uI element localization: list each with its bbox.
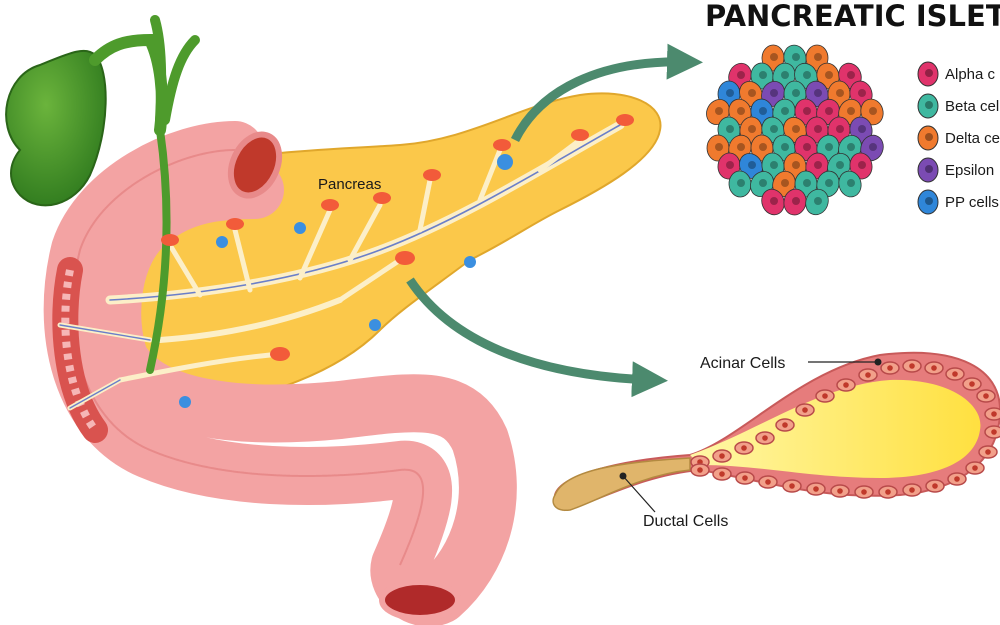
islet-cell bbox=[849, 152, 873, 180]
ductal-leader-dot bbox=[619, 472, 627, 480]
acini-tips bbox=[161, 114, 634, 361]
delta-cell-icon bbox=[917, 125, 939, 151]
epsilon-cell-icon bbox=[917, 157, 939, 183]
pp-cell-icon bbox=[917, 189, 939, 215]
legend-item: Alpha c bbox=[917, 61, 996, 87]
ductal-leader bbox=[622, 475, 656, 513]
legend-label: Epsilon bbox=[945, 162, 994, 179]
acinar-cells-label: Acinar Cells bbox=[700, 355, 785, 372]
islet-cell bbox=[860, 98, 884, 126]
legend-label: Alpha c bbox=[945, 66, 996, 83]
legend-label: Beta cel bbox=[945, 98, 999, 115]
pancreatic-duct bbox=[57, 120, 625, 411]
acinus bbox=[552, 351, 1000, 512]
legend-item: Beta cel bbox=[917, 93, 999, 119]
islet-cell bbox=[805, 188, 829, 216]
islet-cell bbox=[761, 188, 785, 216]
legend-item: Epsilon bbox=[917, 157, 994, 183]
beta-cell-icon bbox=[917, 93, 939, 119]
islet-cell bbox=[838, 170, 862, 198]
legend-item: PP cells bbox=[917, 189, 999, 215]
arrow-to-islet bbox=[510, 43, 703, 143]
arrow-to-acinar bbox=[406, 277, 668, 398]
alpha-cell-icon bbox=[917, 61, 939, 87]
pancreas-label: Pancreas bbox=[318, 176, 381, 193]
gallbladder bbox=[5, 15, 200, 207]
duodenum bbox=[43, 121, 517, 625]
legend-item: Delta ce bbox=[917, 125, 1000, 151]
ductal-cells-label: Ductal Cells bbox=[643, 513, 728, 530]
legend-label: Delta ce bbox=[945, 130, 1000, 147]
page-title: PANCREATIC ISLET bbox=[705, 0, 1000, 33]
legend-label: PP cells bbox=[945, 194, 999, 211]
islet-cell-cluster bbox=[706, 44, 884, 216]
acinar-leader-dot bbox=[874, 358, 882, 366]
islet-dots bbox=[179, 154, 513, 408]
